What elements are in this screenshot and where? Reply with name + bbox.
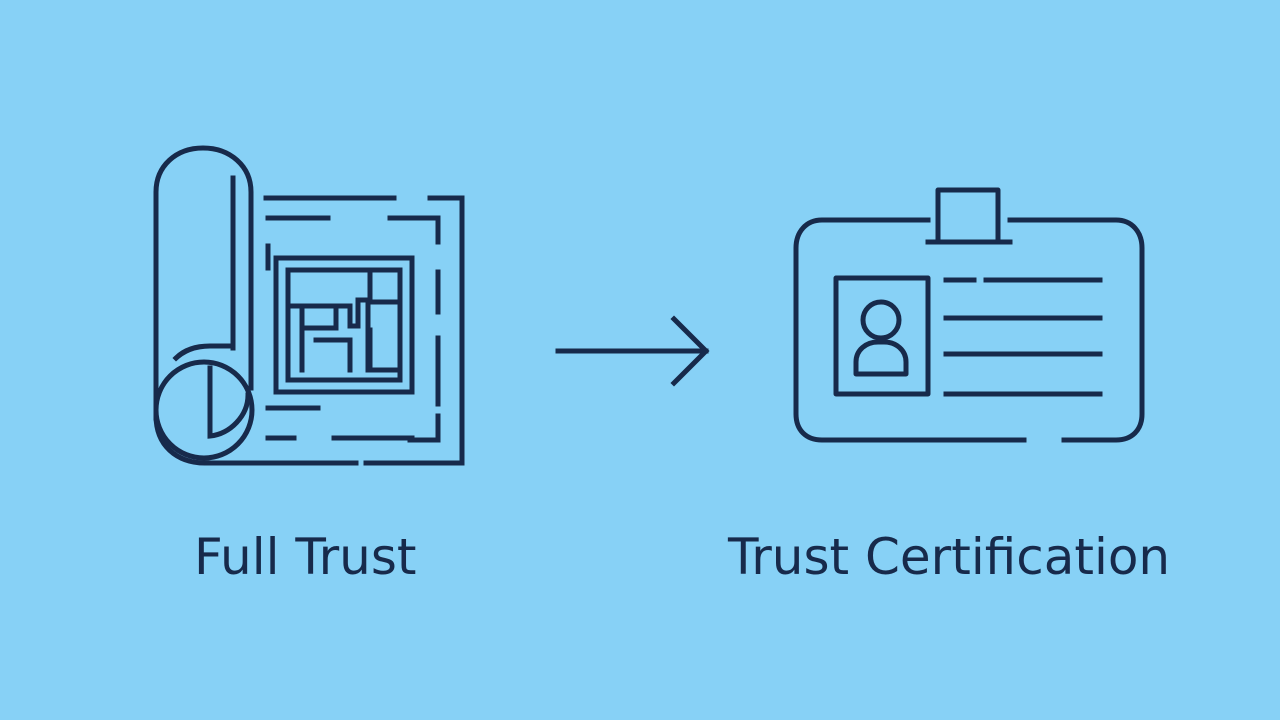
target-label: Trust Certification	[728, 528, 1171, 586]
source-label: Full Trust	[194, 528, 417, 586]
